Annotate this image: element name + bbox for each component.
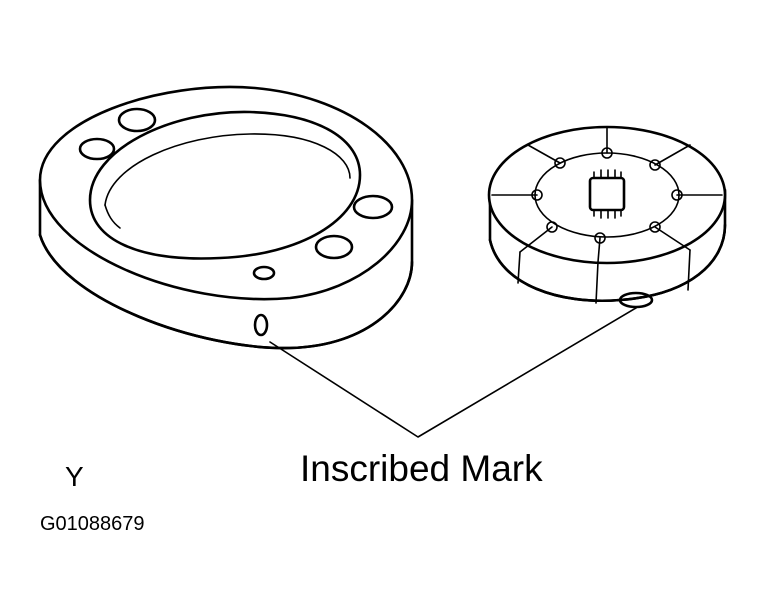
segmented-disc-inscribed-mark — [618, 291, 654, 309]
segmented-disc-part — [487, 125, 727, 304]
leader-lines — [269, 307, 637, 438]
large-ring-part — [38, 85, 414, 350]
figure-id: G01088679 — [40, 513, 145, 535]
large-ring-inscribed-mark — [253, 313, 269, 337]
inscribed-mark-label: Inscribed Mark — [300, 448, 543, 489]
corner-letter: Y — [65, 461, 84, 492]
